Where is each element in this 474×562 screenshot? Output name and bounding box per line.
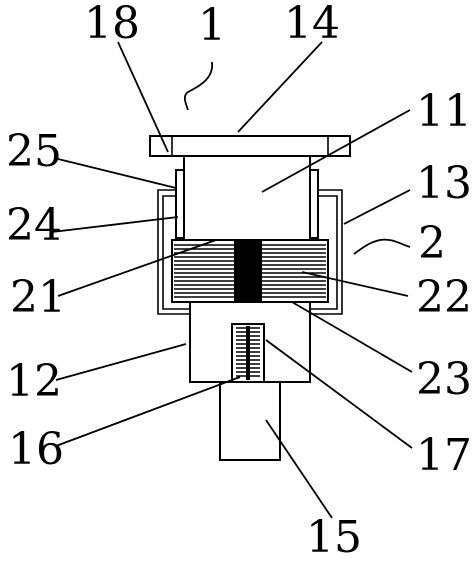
leader-25 — [53, 157, 177, 189]
label-22: 22 — [416, 272, 472, 323]
leader-18 — [117, 41, 169, 153]
label-11: 11 — [416, 86, 472, 137]
leader-24 — [51, 216, 179, 233]
leader-11 — [261, 109, 411, 193]
right-bracket — [309, 169, 319, 239]
spring-coils — [236, 326, 260, 380]
leader-22 — [301, 271, 409, 297]
label-18: 18 — [84, 0, 140, 49]
leader-21 — [57, 239, 217, 297]
label-15: 15 — [306, 512, 362, 562]
leader-16 — [55, 376, 241, 447]
label-1: 1 — [198, 0, 226, 51]
leader-13 — [343, 189, 411, 225]
leader-17 — [265, 339, 413, 449]
leader-12 — [55, 343, 187, 381]
leader-2 — [353, 238, 411, 255]
bottom-shaft — [219, 381, 281, 461]
left-bracket — [175, 169, 185, 239]
label-24: 24 — [6, 200, 62, 251]
leader-14 — [237, 41, 323, 133]
label-25: 25 — [6, 126, 62, 177]
label-12: 12 — [6, 356, 62, 407]
label-17: 17 — [416, 430, 472, 481]
label-16: 16 — [8, 424, 64, 475]
label-13: 13 — [416, 158, 472, 209]
leader-15 — [265, 419, 333, 519]
leader-23 — [291, 301, 413, 373]
top-flange — [149, 135, 351, 157]
label-2: 2 — [418, 218, 446, 269]
leader-1 — [183, 61, 213, 111]
upper-body — [183, 155, 311, 241]
coil-stack — [171, 239, 329, 303]
label-23: 23 — [416, 354, 472, 405]
label-21: 21 — [10, 272, 66, 323]
label-14: 14 — [284, 0, 340, 49]
coil-core — [234, 241, 262, 301]
